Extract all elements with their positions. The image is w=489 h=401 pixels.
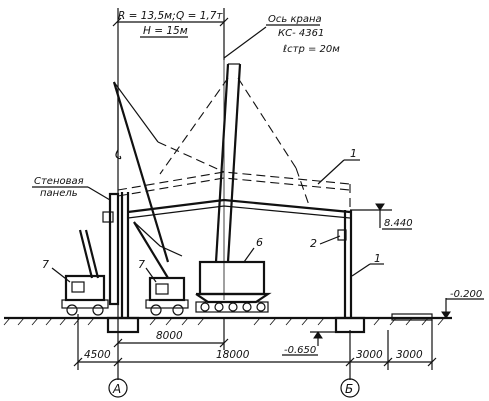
- dim-tick-4: [383, 357, 393, 367]
- crane-model-label: КС- 4361: [278, 28, 324, 39]
- params-tick-left: [112, 17, 122, 27]
- boom-length-label: ℓстр = 20м: [283, 44, 340, 55]
- hook-icon: [115, 149, 122, 160]
- roof-rafter-dashed: [117, 171, 351, 191]
- callout-7-left: 7: [42, 258, 49, 271]
- crane-axis-leader: [223, 26, 267, 59]
- small-crane-middle: [133, 221, 189, 316]
- dim-8000-label: 8000: [156, 330, 183, 342]
- small-crane-left: [61, 229, 109, 316]
- roof-rafter-bottom: [127, 205, 351, 219]
- crane-axis-label: Ось крана: [268, 14, 322, 25]
- mid-crane-boom-lower: [133, 221, 183, 257]
- radius-label: R = 13,5м;: [118, 10, 176, 22]
- elevation-pit-label: -0.650: [284, 345, 316, 356]
- bracket-2: [337, 229, 347, 241]
- dim-8000-tick-l: [113, 338, 123, 348]
- callout-6-leader: [243, 247, 255, 263]
- foundation-a: [106, 316, 140, 334]
- wall-panel-leader: [87, 186, 111, 201]
- load-capacity-label: Q = 1,7т: [176, 10, 223, 22]
- hook-height-label: H = 15м: [143, 25, 188, 37]
- callout-6: 6: [256, 236, 263, 249]
- main-crane-cab: [198, 260, 266, 296]
- elevation-top-marker: [375, 203, 385, 211]
- dim-18000-label: 18000: [216, 349, 250, 361]
- callout-7-left-leader: [51, 267, 71, 283]
- slab-right: [391, 313, 433, 321]
- ground-hatching: [3, 317, 445, 326]
- foundation-b: [334, 316, 366, 334]
- callout-2-leader: [319, 235, 341, 245]
- hook-boom-dashed: [157, 141, 225, 173]
- elevation-top-label: 8.440: [384, 218, 413, 229]
- callout-1-top: 1: [350, 147, 357, 160]
- axis-a-label: А: [112, 382, 121, 396]
- axis-a-bubble: [108, 378, 128, 398]
- main-crane-boom-2: [226, 63, 242, 263]
- callout-7-middle: 7: [138, 258, 145, 271]
- axis-b-label: Б: [345, 382, 353, 396]
- callout-1-top-leader: [317, 159, 345, 185]
- dim-tick-2: [113, 357, 123, 367]
- roof-rafter-installed: [127, 198, 351, 214]
- main-crane-boom: [214, 63, 230, 263]
- callout-2: 2: [310, 237, 317, 250]
- wall-panel: [108, 192, 120, 306]
- main-crane-tracks: [195, 301, 269, 313]
- callout-1-right-leader: [351, 263, 371, 277]
- dim-8000-tick-r: [219, 338, 229, 348]
- dim-tick-3: [345, 357, 355, 367]
- main-crane-turntable: [195, 292, 272, 304]
- dim-3000-left-label: 3000: [356, 349, 383, 361]
- boom-swing-dashed-left: [159, 77, 229, 175]
- dim-4500-label: 4500: [84, 349, 111, 361]
- boom-swing-dashed-right: [237, 77, 297, 169]
- axis-b-bubble: [340, 378, 360, 398]
- callout-7-middle-leader: [145, 267, 157, 283]
- wall-panel-bracket: [102, 211, 114, 223]
- dim-tick-1: [73, 357, 83, 367]
- boom-swing-dashed-right-b: [295, 167, 311, 209]
- hook-crane-boom: [112, 81, 170, 263]
- callout-1-right: 1: [374, 252, 381, 265]
- hook-crane-boom-brace: [113, 81, 159, 143]
- dim-tick-5: [427, 357, 437, 367]
- elevation-ground-label: -0.200: [450, 289, 482, 300]
- elevation-pit-marker: [313, 331, 323, 339]
- roof-rafter-dashed-lower: [117, 177, 351, 197]
- wall-panel-label: Стеновая: [34, 176, 84, 187]
- wall-panel-label-2: панель: [40, 188, 78, 199]
- dim-3000-right-label: 3000: [396, 349, 423, 361]
